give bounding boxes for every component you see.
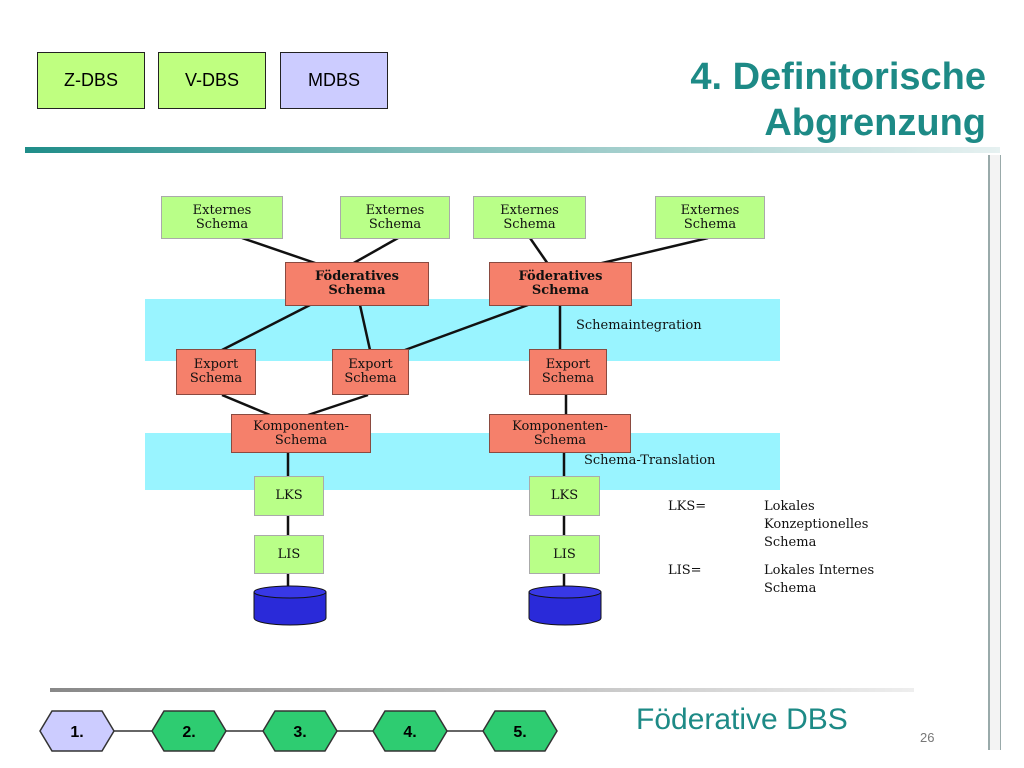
schema-translation-label: Schema-Translation	[584, 453, 716, 468]
bottom-divider	[50, 688, 914, 692]
komponenten-schema-2: Komponenten- Schema	[489, 414, 631, 453]
legend-lks-key: LKS=	[668, 499, 707, 514]
step-5[interactable]: 5.	[482, 710, 558, 752]
lis-box-2: LIS	[529, 535, 600, 574]
title-line-1: 4. Definitorische	[690, 56, 986, 98]
schemaintegration-label: Schemaintegration	[576, 318, 702, 333]
svg-text:5.: 5.	[513, 724, 526, 741]
lks-box-2: LKS	[529, 476, 600, 516]
tab-z-dbs[interactable]: Z-DBS	[37, 52, 145, 109]
externes-schema-4: Externes Schema	[655, 196, 765, 239]
legend-lks-value: Lokales Konzeptionelles Schema	[764, 499, 869, 550]
svg-text:1.: 1.	[70, 724, 83, 741]
database-icon-1	[253, 585, 327, 626]
tab-v-dbs[interactable]: V-DBS	[158, 52, 266, 109]
export-schema-2: Export Schema	[332, 349, 409, 395]
externes-schema-3: Externes Schema	[473, 196, 586, 239]
export-schema-1: Export Schema	[176, 349, 256, 395]
legend-lis-key: LIS=	[668, 563, 702, 578]
step-1[interactable]: 1.	[39, 710, 115, 752]
page-number: 26	[920, 730, 935, 745]
export-schema-3: Export Schema	[529, 349, 607, 395]
lis-box-1: LIS	[254, 535, 324, 574]
foederatives-schema-1: Föderatives Schema	[285, 262, 429, 306]
step-navigation: 1. 2. 3. 4. 5.	[39, 710, 558, 752]
legend-lis-value: Lokales Internes Schema	[764, 563, 875, 596]
right-divider	[988, 155, 1001, 750]
top-divider	[25, 147, 1000, 153]
database-icon-2	[528, 585, 602, 626]
externes-schema-2: Externes Schema	[340, 196, 450, 239]
lks-box-1: LKS	[254, 476, 324, 516]
step-3[interactable]: 3.	[262, 710, 338, 752]
step-2[interactable]: 2.	[151, 710, 227, 752]
foederatives-schema-2: Föderatives Schema	[489, 262, 632, 306]
svg-text:3.: 3.	[293, 724, 306, 741]
page-title: 4. Definitorische Abgrenzung	[690, 54, 986, 146]
tab-mdbs[interactable]: MDBS	[280, 52, 388, 109]
step-4[interactable]: 4.	[372, 710, 448, 752]
komponenten-schema-1: Komponenten- Schema	[231, 414, 371, 453]
svg-text:4.: 4.	[403, 724, 416, 741]
footer-title: Föderative DBS	[636, 703, 848, 736]
svg-text:2.: 2.	[182, 724, 195, 741]
externes-schema-1: Externes Schema	[161, 196, 283, 239]
title-line-2: Abgrenzung	[764, 102, 986, 144]
